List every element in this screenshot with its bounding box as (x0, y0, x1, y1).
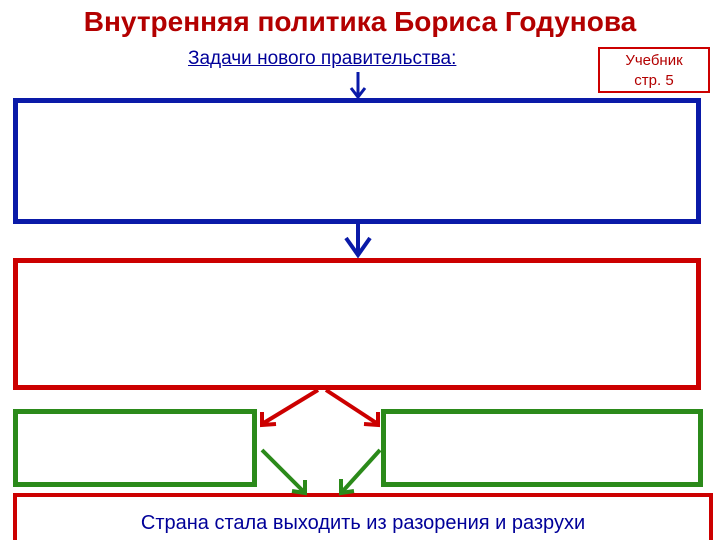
subtitle-tasks: Задачи нового правительства: (188, 48, 457, 69)
outcome-box-left (13, 409, 257, 487)
tasks-box (13, 98, 701, 224)
arrow-right-to-result (339, 448, 382, 496)
result-box: Страна стала выходить из разорения и раз… (13, 493, 713, 540)
textbook-label: Учебник (625, 52, 683, 69)
arrow-measures-to-left (260, 388, 320, 428)
page-title: Внутренняя политика Бориса Годунова (83, 6, 637, 37)
arrow-subtitle-to-tasks (349, 72, 367, 100)
measures-box (13, 258, 701, 390)
outcome-box-right (381, 409, 703, 487)
result-text: Страна стала выходить из разорения и раз… (140, 512, 586, 534)
arrow-measures-to-right (324, 388, 380, 428)
textbook-reference-box: Учебник стр. 5 (598, 47, 710, 93)
arrow-tasks-to-measures (344, 224, 372, 259)
arrow-left-to-result (260, 448, 307, 496)
textbook-page: стр. 5 (634, 72, 674, 89)
